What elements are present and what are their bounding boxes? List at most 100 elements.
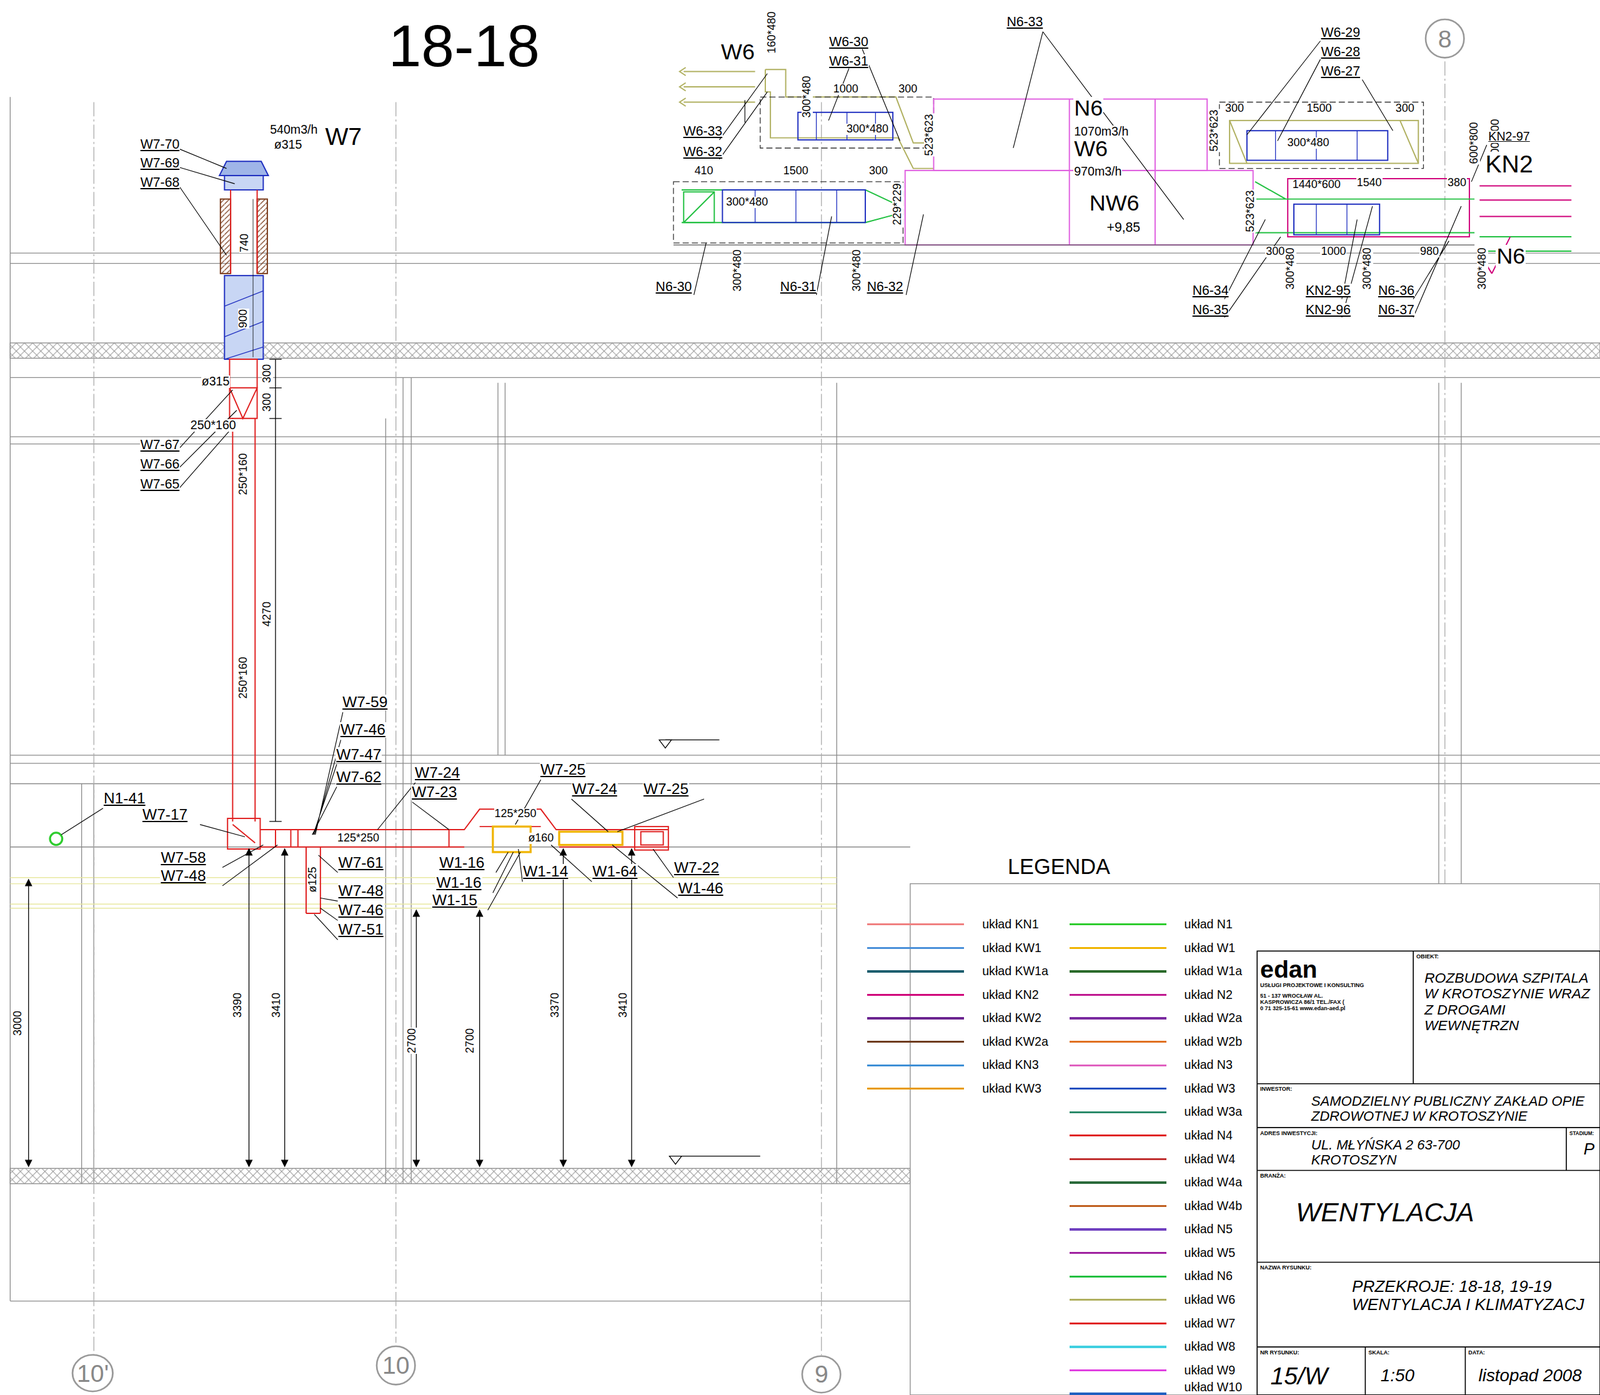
- title-block-cell: STADIUM:P: [1566, 1127, 1600, 1171]
- legend-text: układ KW3: [981, 1082, 1043, 1096]
- callout-number: W7-47: [335, 747, 382, 763]
- cell-text: P: [1583, 1140, 1597, 1159]
- drawing-label: 125*250: [336, 832, 380, 845]
- callout-number: W1-16: [435, 875, 482, 891]
- dimension-text: 2700: [406, 1027, 418, 1054]
- legend-text: układ KN1: [981, 918, 1039, 931]
- bubble-circle: [72, 1355, 113, 1392]
- drawing-label: LEGENDA: [1007, 855, 1111, 878]
- drawing-label: 1500: [1306, 103, 1333, 115]
- legend-swatch: [1069, 1040, 1167, 1043]
- callout-number: W7-17: [141, 807, 189, 823]
- axis-number: 10': [76, 1360, 109, 1387]
- drawing-label: 300: [897, 83, 918, 95]
- legend-text: układ W4a: [1183, 1176, 1244, 1189]
- callout-number: W6-32: [682, 144, 724, 159]
- callout-number: W6-31: [828, 54, 870, 68]
- cell-text: 15/W: [1270, 1362, 1362, 1390]
- legend-swatch: [1069, 1275, 1167, 1278]
- drawing-label: ø315: [201, 375, 231, 388]
- drawing-label: 300*480: [725, 196, 769, 209]
- callout-number: W7-25: [539, 762, 587, 778]
- legend-text: układ KN3: [981, 1058, 1039, 1072]
- cell-text: ROZBUDOWA SZPITALA W KROTOSZYNIE WRAZ Z …: [1424, 970, 1596, 1034]
- callout-number: N1-41: [103, 790, 147, 807]
- cell-text: PRZEKROJE: 18-18, 19-19 WENTYLACJA I KLI…: [1351, 1277, 1597, 1314]
- callout-number: W7-62: [335, 769, 382, 786]
- callout-number: W6-28: [1320, 44, 1361, 59]
- legend-swatch: [1069, 1345, 1167, 1348]
- drawing-label: 380: [1446, 177, 1467, 189]
- legend-swatch: [867, 1064, 964, 1067]
- dimension-text: 250*160: [238, 655, 250, 700]
- callout-number: N6-32: [866, 279, 905, 294]
- legend-text: układ KN2: [981, 988, 1039, 1002]
- legend-text: układ N1: [1183, 918, 1234, 931]
- drawing-label: 1000: [832, 83, 860, 95]
- legend-text: układ W4: [1183, 1153, 1237, 1166]
- callout-number: W7-51: [337, 922, 385, 938]
- legend-text: układ W1: [1183, 942, 1237, 955]
- callout-number: W7-23: [411, 784, 458, 801]
- callout-number: W1-64: [591, 864, 638, 880]
- section-title: 18-18: [387, 16, 541, 76]
- cell-header: ADRES INWESTYCJI:: [1260, 1130, 1564, 1138]
- callout-number: W7-46: [339, 722, 387, 738]
- legend-swatch: [1069, 923, 1167, 926]
- drawing-label: 1500: [782, 165, 810, 177]
- dimension-text: 300*480: [1476, 246, 1489, 290]
- callout-number: W7-67: [139, 437, 181, 452]
- cell-text: 51 - 137 WROCŁAW AL. KASPROWICZA 86/1 TE…: [1260, 993, 1347, 1013]
- title-block-cell: NAZWA RYSUNKU:PRZEKROJE: 18-18, 19-19 WE…: [1257, 1262, 1600, 1347]
- callout-number: W6-30: [828, 34, 870, 49]
- axis-number: 8: [1438, 25, 1452, 53]
- title-block-cell: ADRES INWESTYCJI:UL. MŁYŃSKA 2 63-700 KR…: [1257, 1127, 1567, 1171]
- drawing-label: 300: [1265, 246, 1286, 258]
- drawing-label: W6: [720, 40, 756, 64]
- drawing-label: 300: [1395, 103, 1416, 115]
- title-block-cell: NR RYSUNKU:15/W: [1257, 1346, 1366, 1395]
- legend-text: układ N4: [1183, 1129, 1234, 1143]
- legend-swatch: [1069, 1322, 1167, 1325]
- drawing-label: 300: [1224, 103, 1245, 115]
- legend-swatch: [867, 923, 964, 926]
- dimension-text: 600*800: [1468, 121, 1481, 165]
- legend-swatch: [1069, 1087, 1167, 1090]
- drawing-label: ø315: [273, 138, 304, 152]
- legend-text: układ W5: [1183, 1247, 1237, 1260]
- dimension-text: 740: [239, 233, 251, 254]
- callout-number: N6-35: [1192, 303, 1230, 317]
- legend-text: układ KW1a: [981, 965, 1049, 978]
- axis-number: 10: [382, 1351, 410, 1379]
- drawing-label: 1540: [1356, 177, 1383, 189]
- drawing-label: 970m3/h: [1073, 165, 1123, 179]
- drawing-label: KN2: [1484, 151, 1534, 177]
- drawing-label: N6: [1073, 96, 1104, 120]
- drawing-label: NW6: [1088, 191, 1141, 215]
- callout-number: W7-61: [337, 855, 385, 871]
- legend-swatch: [1069, 1111, 1167, 1114]
- dimension-text: 229*229: [892, 182, 904, 226]
- grid-axis-bubble: 10': [71, 1353, 115, 1393]
- cell-text: WENTYLACJA: [1295, 1198, 1597, 1228]
- dimension-text: 300*480: [732, 248, 744, 292]
- dimension-text: 160*480: [766, 11, 778, 55]
- legend-swatch: [1069, 1017, 1167, 1019]
- legend-text: układ N5: [1183, 1223, 1234, 1236]
- dimension-text: ø125: [307, 865, 319, 893]
- callout-number: W7-24: [414, 765, 461, 781]
- dimension-text: 300*480: [851, 248, 863, 292]
- legend-swatch: [1069, 1134, 1167, 1137]
- grid-axis-bubble: 8: [1424, 18, 1466, 59]
- legend-text: układ N2: [1183, 988, 1234, 1002]
- dimension-text: 300: [261, 363, 274, 384]
- cell-header: INWESTOR:: [1260, 1086, 1597, 1093]
- grid-axis-bubble: 9: [800, 1355, 842, 1394]
- legend-text: układ W8: [1183, 1340, 1237, 1354]
- dimension-text: 523*623: [1208, 109, 1221, 153]
- legend-text: układ W10: [1183, 1381, 1244, 1394]
- callout-number: W1-15: [431, 892, 478, 909]
- callout-number: N6-31: [779, 279, 818, 294]
- axis-number: 9: [814, 1360, 829, 1388]
- legend-swatch: [1069, 1392, 1167, 1395]
